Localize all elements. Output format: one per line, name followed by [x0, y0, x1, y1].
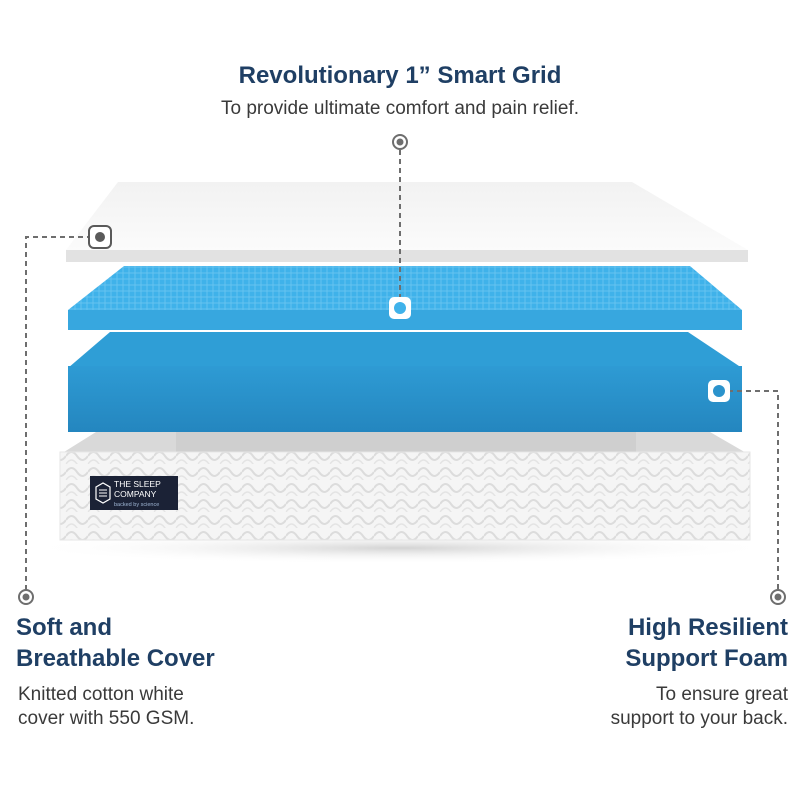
brand-logo-icon — [95, 482, 111, 504]
cover-title: Soft and Breathable Cover — [16, 612, 215, 674]
cover-marker-icon — [88, 225, 112, 249]
cover-subtitle: Knitted cotton white cover with 550 GSM. — [18, 683, 194, 731]
support-foam-layer — [68, 332, 742, 432]
cover-title-line1: Soft and — [16, 614, 112, 641]
foam-marker-icon — [708, 380, 730, 402]
smart-grid-subtitle: To provide ultimate comfort and pain rel… — [220, 98, 579, 119]
left-bottom-marker-icon — [18, 589, 34, 605]
smart-grid-layer — [68, 266, 742, 330]
callout-connectors — [25, 150, 779, 592]
support-foam-title-line1: High Resilient — [627, 614, 788, 641]
brand-name-line2: COMPANY — [114, 489, 157, 499]
support-foam-title-line2: Support Foam — [625, 645, 788, 672]
support-foam-subtitle: To ensure great support to your back. — [611, 683, 788, 731]
support-foam-title: High Resilient Support Foam — [625, 612, 788, 674]
brand-name-line1: THE SLEEP — [114, 479, 161, 489]
brand-label: THE SLEEP COMPANY backed by science — [90, 476, 178, 510]
support-foam-subtitle-line2: support to your back. — [610, 708, 788, 729]
cover-subtitle-line1: Knitted cotton white — [18, 684, 184, 705]
left-connector-line — [25, 236, 92, 592]
top-title-marker-icon — [392, 134, 408, 150]
right-bottom-marker-icon — [770, 589, 786, 605]
support-foam-subtitle-line1: To ensure great — [655, 684, 788, 705]
cover-title-line2: Breathable Cover — [16, 645, 215, 672]
right-connector-line — [728, 390, 779, 592]
smart-grid-title: Revolutionary 1” Smart Grid — [238, 62, 562, 89]
grid-layer-marker-icon — [389, 297, 411, 319]
callout-markers — [18, 134, 786, 605]
cover-subtitle-line2: cover with 550 GSM. — [18, 708, 195, 729]
brand-tagline: backed by science — [114, 502, 159, 508]
cover-top-layer — [66, 182, 748, 262]
